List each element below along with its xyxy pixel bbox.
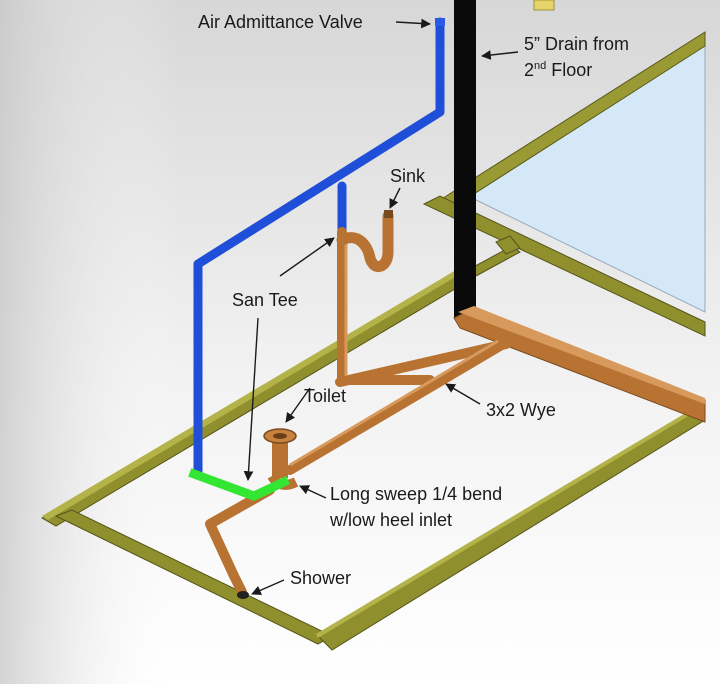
toilet-leader (285, 387, 311, 423)
label-san-tee: San Tee (232, 290, 298, 310)
bend-leader (299, 485, 327, 499)
aav-leader (395, 18, 431, 29)
label-drain-line2: 2nd Floor (524, 60, 592, 80)
label-sink: Sink (390, 166, 426, 186)
vent-pipe (193, 17, 445, 479)
sink-drain-stub (384, 210, 393, 218)
label-drain-line2-post: Floor (546, 60, 592, 80)
label-bend-line1: Long sweep 1/4 bend (330, 484, 502, 504)
shower-drain (237, 591, 249, 599)
leaders (243, 18, 519, 595)
framing (41, 195, 706, 651)
label-air-admittance-valve: Air Admittance Valve (198, 12, 363, 32)
label-drain-line2-sup: nd (534, 60, 546, 72)
copper-highlights (289, 236, 499, 467)
main-drain (453, 306, 706, 423)
sink-leader (389, 187, 401, 209)
label-shower: Shower (290, 568, 351, 588)
drain-leader (481, 50, 519, 60)
san-tee-leader-upper (279, 237, 335, 277)
label-wye: 3x2 Wye (486, 400, 556, 420)
top-block (533, 0, 555, 11)
air-admittance-valve (435, 18, 445, 26)
san-tee-green (188, 468, 290, 501)
label-drain-line2-pre: 2 (524, 60, 534, 80)
shower-leader (251, 579, 285, 595)
copper-lines (205, 227, 511, 597)
wye-leader (445, 383, 481, 405)
drain-stack (454, 0, 476, 318)
label-bend-line2: w/low heel inlet (329, 510, 452, 530)
sink-trap (336, 210, 394, 272)
label-toilet: Toilet (304, 386, 346, 406)
framing-highlights (42, 270, 705, 638)
san-tee-leader-lower (243, 317, 259, 481)
label-drain-line1: 5” Drain from (524, 34, 629, 54)
